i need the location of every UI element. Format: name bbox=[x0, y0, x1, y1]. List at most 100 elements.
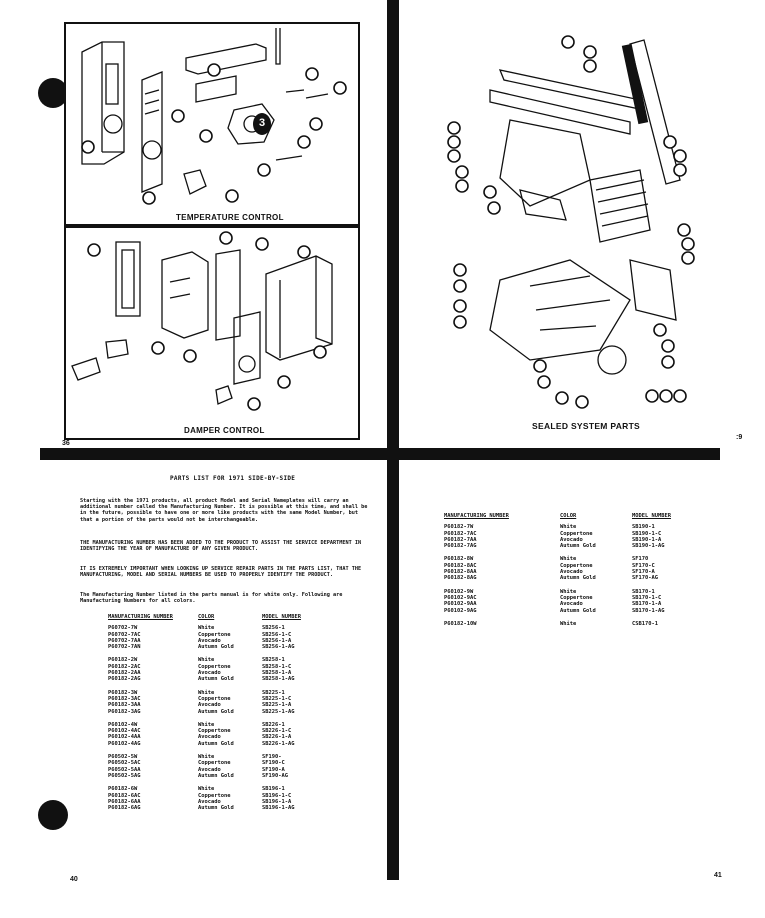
model-number-cell: SB226-1-C bbox=[262, 728, 292, 735]
table-row: P60182-7AA Avocado SB190-1-A bbox=[444, 537, 702, 543]
page-number-top-left: 36 bbox=[62, 440, 70, 447]
temperature-control-panel bbox=[64, 22, 360, 226]
mfg-number-cell: P60182-2AC bbox=[108, 663, 141, 670]
mfg-number-cell: P60702-7AN bbox=[108, 644, 141, 651]
mfg-number-cell: P60502-5AC bbox=[108, 760, 141, 767]
mfg-number-cell: P60102-9AA bbox=[444, 601, 477, 608]
binder-hole-bottom bbox=[38, 800, 68, 830]
model-number-cell: SB225-1-A bbox=[262, 702, 292, 709]
model-number-cell: SB256-1-A bbox=[262, 637, 292, 644]
mfg-number-cell: P60182-7AC bbox=[444, 530, 477, 537]
page-divider-vertical bbox=[387, 0, 399, 880]
mfg-number-cell: P60102-9AC bbox=[444, 594, 477, 601]
color-cell: Autumn Gold bbox=[198, 772, 234, 779]
page-number-bottom-right: 41 bbox=[714, 872, 722, 879]
binder-hole-top bbox=[38, 78, 68, 108]
model-number-cell: SB226-1-AG bbox=[262, 740, 295, 747]
color-cell: Coppertone bbox=[198, 728, 231, 735]
mfg-number-cell: P60182-10W bbox=[444, 620, 477, 627]
color-cell: White bbox=[198, 786, 215, 793]
color-cell: Avocado bbox=[198, 798, 221, 805]
page-divider-horizontal bbox=[40, 448, 720, 460]
mfg-number-cell: P60182-6AA bbox=[108, 798, 141, 805]
model-number-cell: SB256-1-AG bbox=[262, 644, 295, 651]
intro-paragraph: Starting with the 1971 products, all pro… bbox=[80, 498, 368, 523]
color-cell: Coppertone bbox=[198, 792, 231, 799]
color-cell: White bbox=[198, 625, 215, 632]
model-number-cell: SB258-1 bbox=[262, 657, 285, 664]
page-number-bottom-left: 40 bbox=[70, 876, 78, 883]
model-number-cell: SB190-1-A bbox=[632, 536, 662, 543]
color-note-paragraph: The Manufacturing Number listed in the p… bbox=[80, 592, 343, 605]
mfg-number-cell: P60502-5AA bbox=[108, 766, 141, 773]
model-number-cell: SB190-1-C bbox=[632, 530, 662, 537]
color-cell: White bbox=[560, 556, 577, 563]
color-cell: Coppertone bbox=[560, 594, 593, 601]
mfg-number-cell: P60702-7W bbox=[108, 625, 138, 632]
color-cell: Avocado bbox=[198, 670, 221, 677]
parts-table-right: MANUFACTURING NUMBER COLOR MODEL NUMBER … bbox=[444, 513, 702, 634]
temperature-control-diagram bbox=[81, 28, 347, 205]
color-cell: Coppertone bbox=[198, 695, 231, 702]
model-number-cell: SF170-AG bbox=[632, 575, 658, 582]
color-cell: White bbox=[198, 689, 215, 696]
color-cell: Coppertone bbox=[198, 631, 231, 638]
model-number-cell: SB170-1-A bbox=[632, 601, 662, 608]
mfg-number-cell: P60102-4AG bbox=[108, 740, 141, 747]
color-cell: Avocado bbox=[198, 766, 221, 773]
model-number-cell: SF190- bbox=[262, 754, 282, 761]
mfg-number-cell: P60102-9AG bbox=[444, 607, 477, 614]
model-number-cell: SB170-1-AG bbox=[632, 607, 665, 614]
mfg-number-cell: P60182-3AC bbox=[108, 695, 141, 702]
model-number-cell: SB196-1-A bbox=[262, 798, 292, 805]
model-number-cell: SB258-1-AG bbox=[262, 676, 295, 683]
color-cell: White bbox=[198, 657, 215, 664]
model-number-cell: SB225-1-C bbox=[262, 695, 292, 702]
model-number-cell: SB190-1 bbox=[632, 524, 655, 531]
color-cell: Avocado bbox=[560, 569, 583, 576]
color-cell: Avocado bbox=[198, 734, 221, 741]
color-cell: Avocado bbox=[560, 536, 583, 543]
table-row: P60182-3AC Coppertone SB225-1-C bbox=[108, 696, 332, 702]
mfg-number-cell: P60182-8AG bbox=[444, 575, 477, 582]
mfg-number-cell: P60502-5AG bbox=[108, 772, 141, 779]
model-number-cell: CSB170-1 bbox=[632, 620, 658, 627]
mfg-number-cell: P60182-7AG bbox=[444, 543, 477, 550]
color-cell: Autumn Gold bbox=[198, 644, 234, 651]
model-number-cell: SB196-1 bbox=[262, 786, 285, 793]
model-number-cell: SF170-C bbox=[632, 562, 655, 569]
mfg-number-cell: P60182-7AA bbox=[444, 536, 477, 543]
color-cell: Avocado bbox=[560, 601, 583, 608]
mfg-number-cell: P60102-9W bbox=[444, 588, 474, 595]
table-header: MANUFACTURING NUMBER COLOR MODEL NUMBER bbox=[108, 614, 301, 620]
warning-paragraph: IT IS EXTREMELY IMPORTANT WHEN LOOKING U… bbox=[80, 566, 362, 579]
parts-table-left: MANUFACTURING NUMBER COLOR MODEL NUMBER … bbox=[108, 614, 332, 818]
model-number-cell: SB256-1-C bbox=[262, 631, 292, 638]
mfg-number-cell: P60182-8W bbox=[444, 556, 474, 563]
